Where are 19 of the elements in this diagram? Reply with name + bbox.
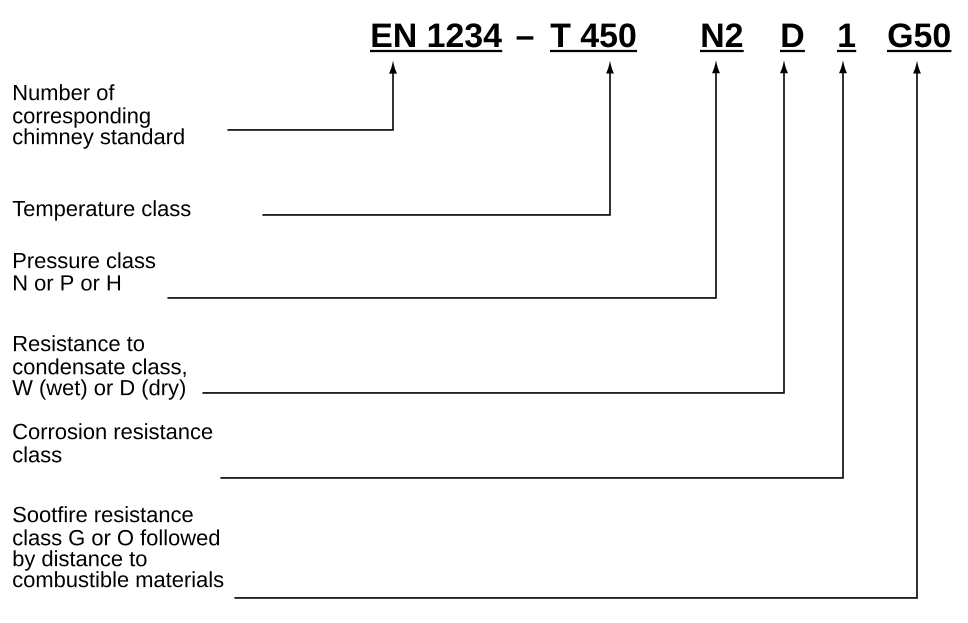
code-segment: D (780, 24, 805, 52)
leader-arrow (227, 64, 397, 131)
description-text: Sootfire resistance class G or O followed by distance to combustible materials (13, 506, 224, 588)
code-segment: G50 (887, 23, 952, 52)
code-segment: 1 (837, 24, 856, 52)
description-text: Resistance to condensate class, W (wet) or D (dry) (12, 335, 186, 400)
leader-arrow (234, 64, 921, 599)
description-text: Corrosion resistance class (13, 423, 212, 462)
code-segment: T 450 (550, 23, 638, 52)
description-text: Number of corresponding chimney standard (13, 84, 184, 149)
separator-dash: – (516, 36, 534, 40)
code-segment: N2 (700, 23, 744, 52)
code-segment: EN 1234 (370, 23, 502, 52)
leader-arrow (202, 63, 788, 394)
leader-arrow (262, 64, 614, 216)
description-text: Temperature class (12, 200, 190, 221)
leader-arrow (220, 63, 847, 479)
description-text: Pressure class N or P or H (14, 252, 156, 291)
leader-arrow (167, 63, 720, 299)
